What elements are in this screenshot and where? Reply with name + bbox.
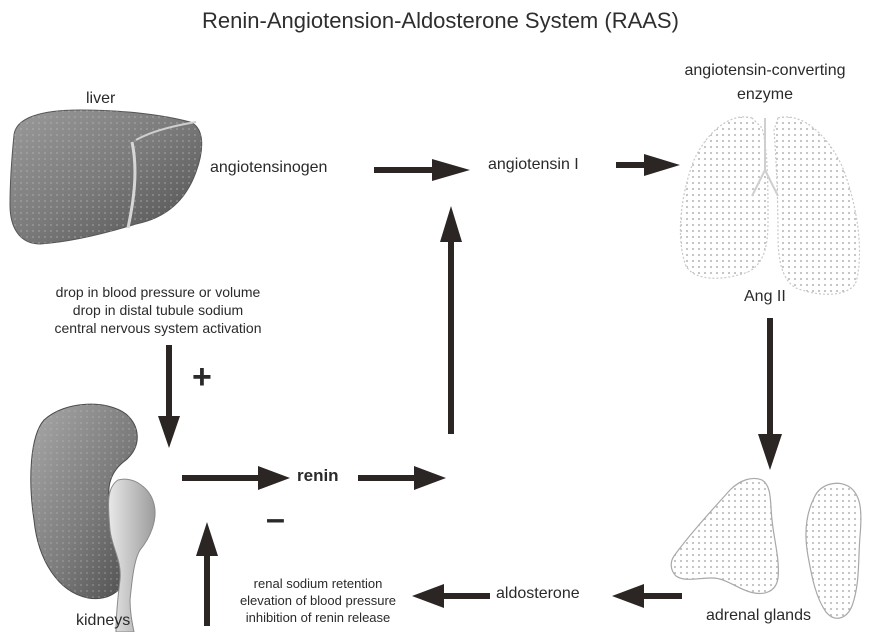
ace-label-line2: enzyme xyxy=(652,86,878,104)
arrow-adrenal-to-aldosterone xyxy=(612,584,682,608)
feedback-item: renal sodium retention xyxy=(220,575,416,592)
arrow-ang-ii-to-adrenal xyxy=(758,318,782,470)
diagram-title: Renin-Angiotension-Aldosterone System (R… xyxy=(0,8,881,34)
stimulus-item: drop in distal tubule sodium xyxy=(0,301,316,319)
kidneys-label: kidneys xyxy=(76,612,130,630)
kidney-illustration xyxy=(31,404,155,632)
feedback-list: renal sodium retention elevation of bloo… xyxy=(220,575,416,626)
liver-label: liver xyxy=(86,90,115,108)
arrow-kidney-to-renin xyxy=(182,466,290,490)
stimulus-item: central nervous system activation xyxy=(0,319,316,337)
arrow-renin-to-right xyxy=(358,466,446,490)
arrow-feedback-to-kidney xyxy=(196,522,218,626)
angiotensin-i-label: angiotensin I xyxy=(488,156,579,174)
arrow-angiotensinogen-to-angiotensin-i xyxy=(374,159,470,181)
stimuli-list: drop in blood pressure or volume drop in… xyxy=(0,283,316,337)
feedback-item: inhibition of renin release xyxy=(220,609,416,626)
arrow-stimuli-to-kidney xyxy=(158,345,180,448)
renin-label: renin xyxy=(297,466,339,486)
feedback-item: elevation of blood pressure xyxy=(220,592,416,609)
adrenal-glands-illustration xyxy=(671,478,861,618)
stimulus-item: drop in blood pressure or volume xyxy=(0,283,316,301)
adrenal-glands-label: adrenal glands xyxy=(706,607,811,625)
lungs-illustration xyxy=(680,117,859,294)
ang-ii-label: Ang II xyxy=(744,288,786,306)
minus-sign: – xyxy=(266,500,285,539)
arrow-angiotensin-i-to-ace xyxy=(616,154,680,176)
angiotensinogen-label: angiotensinogen xyxy=(210,159,327,177)
aldosterone-label: aldosterone xyxy=(496,585,580,603)
ace-label-line1: angiotensin-converting xyxy=(652,62,878,80)
plus-sign: + xyxy=(192,358,212,397)
arrow-aldosterone-to-feedback xyxy=(412,584,490,608)
liver-illustration xyxy=(10,110,202,244)
arrow-up-to-angiotensin-i xyxy=(440,206,462,434)
